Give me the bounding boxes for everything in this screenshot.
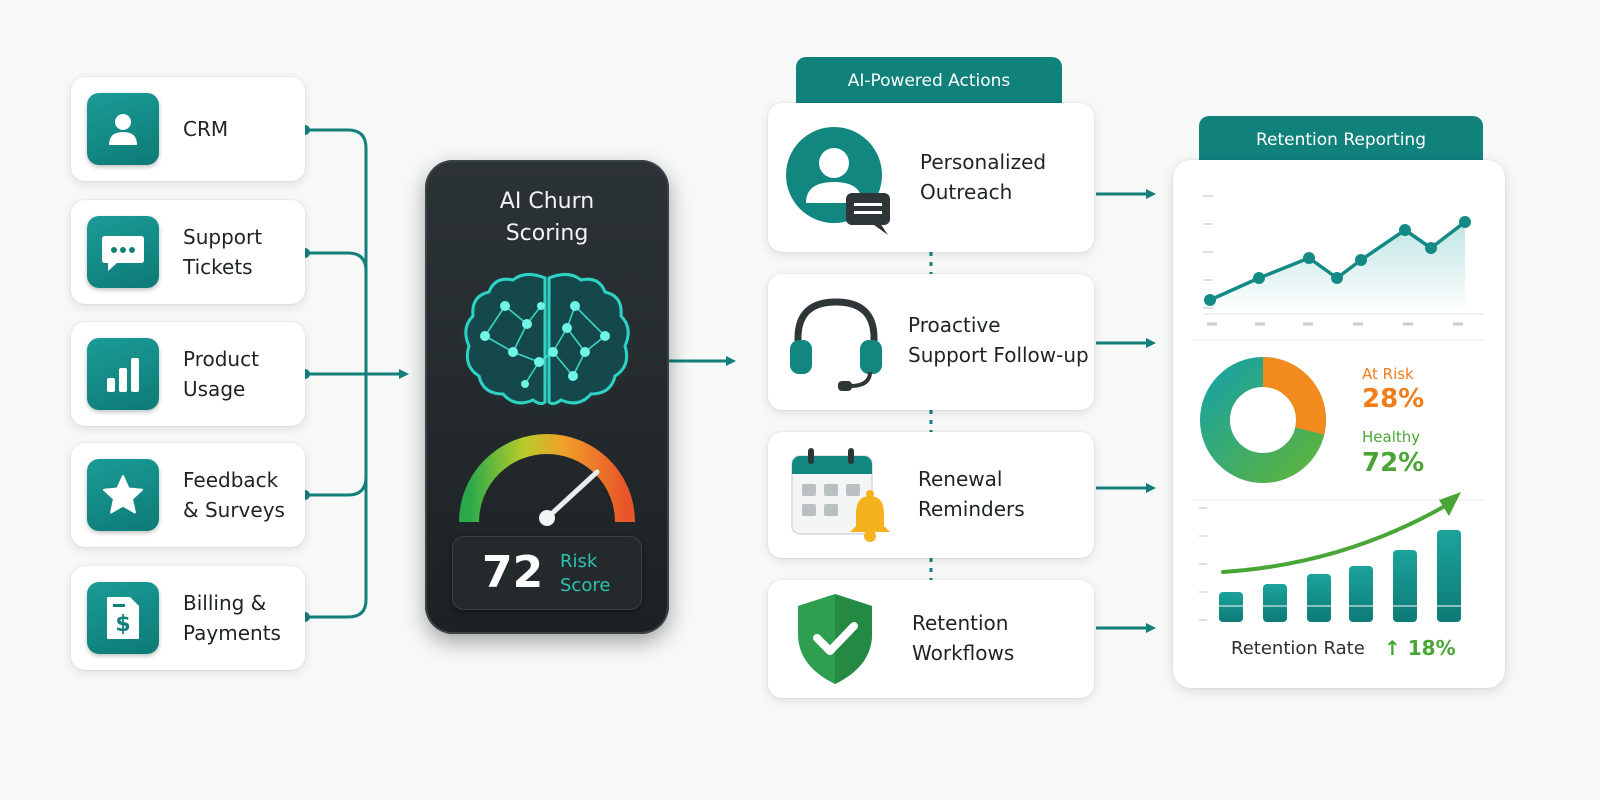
- reporting-graphics: [1193, 195, 1485, 622]
- action-card-renewal-reminders[interactable]: Renewal Reminders: [768, 432, 1094, 558]
- action-label: Proactive Support Follow-up: [908, 313, 1089, 367]
- source-label: Billing & Payments: [183, 591, 281, 645]
- user-message-icon: [786, 127, 890, 235]
- retention-rate-number: 18%: [1407, 636, 1456, 660]
- at-risk-label: At Risk: [1362, 365, 1414, 383]
- source-label: Support Tickets: [183, 225, 263, 279]
- source-label: Feedback & Surveys: [183, 468, 285, 522]
- ai-churn-scoring-panel: AI Churn Scoring: [425, 160, 669, 634]
- headset-icon: [790, 298, 882, 391]
- healthy-value: 72%: [1362, 448, 1425, 478]
- source-card-billing-payments[interactable]: $ Billing & Payments: [71, 566, 305, 670]
- source-card-product-usage[interactable]: Product Usage: [71, 322, 305, 426]
- retention-rate-label: Retention Rate: [1231, 638, 1365, 659]
- action-card-personalized-outreach[interactable]: Personalized Outreach: [768, 103, 1094, 252]
- source-card-feedback-surveys[interactable]: Feedback & Surveys: [71, 443, 305, 547]
- action-card-retention-workflows[interactable]: Retention Workflows: [768, 580, 1094, 698]
- action-card-proactive-support[interactable]: Proactive Support Follow-up: [768, 274, 1094, 410]
- risk-donut-chart: [1200, 356, 1327, 483]
- risk-score-box: 72 Risk Score: [452, 536, 642, 610]
- source-label: Product Usage: [183, 347, 259, 401]
- chat-bubble-icon: [87, 216, 159, 288]
- source-card-crm[interactable]: CRM: [71, 77, 305, 181]
- star-icon: [87, 459, 159, 531]
- invoice-dollar-icon: $: [87, 582, 159, 654]
- actions-header: AI-Powered Actions: [796, 57, 1062, 103]
- source-card-support-tickets[interactable]: Support Tickets: [71, 200, 305, 304]
- action-label: Renewal Reminders: [918, 467, 1025, 521]
- risk-score-label: Risk Score: [560, 551, 611, 596]
- retention-bar-chart: [1199, 492, 1461, 622]
- at-risk-value: 28%: [1362, 384, 1425, 414]
- action-label: Retention Workflows: [912, 611, 1015, 665]
- up-arrow-icon: ↑: [1384, 636, 1401, 660]
- scoring-title: AI Churn Scoring: [499, 189, 595, 246]
- risk-score-value: 72: [482, 547, 544, 598]
- source-label: CRM: [183, 117, 229, 141]
- calendar-bell-icon: [791, 448, 890, 542]
- retention-rate-value: ↑ 18%: [1384, 636, 1456, 660]
- reporting-header: Retention Reporting: [1199, 116, 1483, 162]
- risk-gauge-icon: [459, 434, 635, 526]
- svg-text:$: $: [115, 612, 130, 637]
- brain-network-icon: [457, 269, 637, 413]
- shield-check-icon: [798, 594, 872, 684]
- healthy-label: Healthy: [1362, 428, 1421, 446]
- user-icon: [87, 93, 159, 165]
- bar-chart-icon: [87, 338, 159, 410]
- action-label: Personalized Outreach: [920, 150, 1047, 204]
- trend-line-chart: [1203, 195, 1483, 326]
